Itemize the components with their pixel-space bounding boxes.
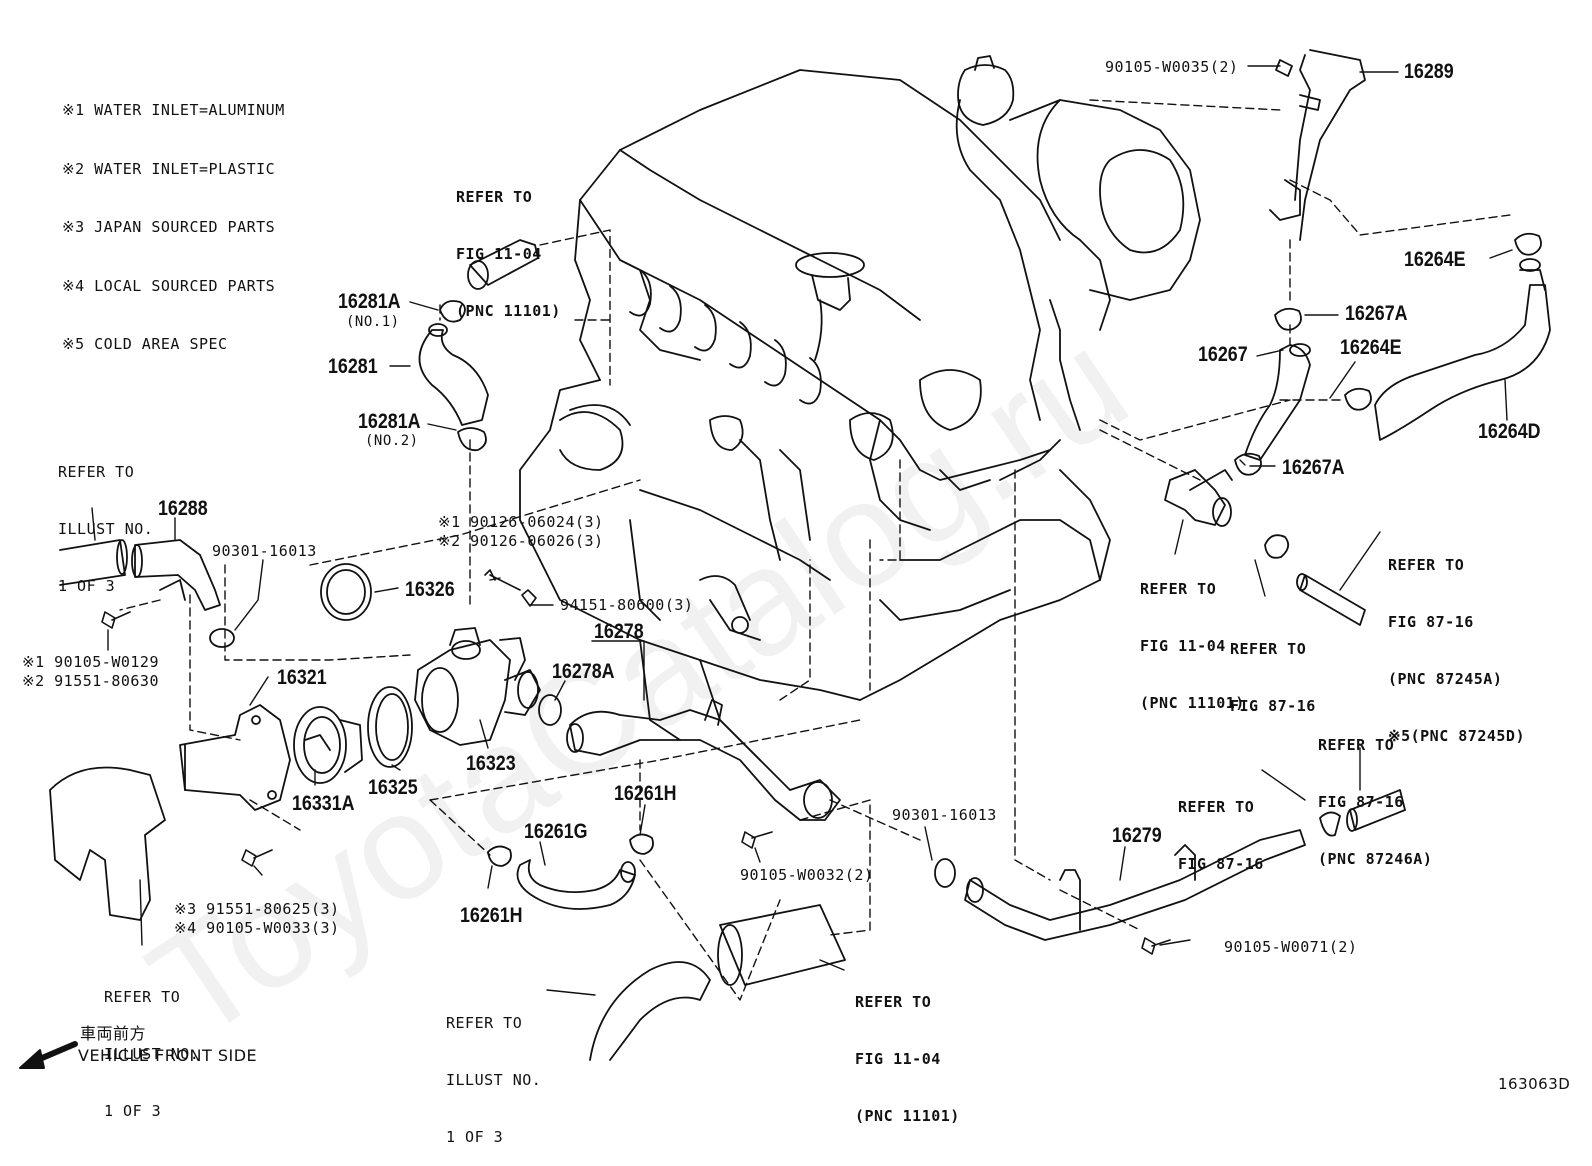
front-arrow-icon [19,1041,78,1069]
part-16264E-top[interactable]: 16264E [1404,248,1466,271]
front-label-jp: 車両前方 [80,1024,147,1043]
ref-line: 1 OF 3 [58,577,116,595]
ref-line: FIG 11-04 [456,245,542,263]
ref-illust-lower-left[interactable]: REFER TO ILLUST NO. 1 OF 3 [104,950,199,1140]
ref-line: REFER TO [1140,580,1217,598]
ref-fig8716-d[interactable]: REFER TO FIG 87-16 [1178,760,1264,893]
bolts [101,569,1171,955]
part-16278A[interactable]: 16278A [552,660,615,683]
note-2: ※2 WATER INLET=PLASTIC [62,159,276,178]
ref-line: ※5(PNC 87245D) [1388,727,1525,745]
ref-line: REFER TO [1318,736,1395,754]
ref-line: REFER TO [1230,640,1307,658]
part-16281A-no2-sub: (NO.2) [365,433,419,449]
part-16278[interactable]: 16278 [594,620,644,643]
part-90126-06026[interactable]: ※2 90126-06026(3) [438,532,604,550]
ref-line: REFER TO [855,993,932,1011]
part-16261H-bot[interactable]: 16261H [460,904,523,927]
ref-fig8716-a[interactable]: REFER TO FIG 87-16 [1230,602,1316,735]
part-90301-16013-b[interactable]: 90301-16013 [892,806,997,824]
ref-line: REFER TO [446,1014,523,1032]
part-16281[interactable]: 16281 [328,355,378,378]
dashed-leaders [119,99,1511,1001]
ref-fig1104-right[interactable]: REFER TO FIG 11-04 (PNC 11101) [1140,542,1245,732]
ref-line: (PNC 11101) [1140,694,1245,712]
ref-fig1104-bottom[interactable]: REFER TO FIG 11-04 (PNC 11101) [855,955,960,1145]
thermostat-group [179,563,562,811]
ref-illust-bottom[interactable]: REFER TO ILLUST NO. 1 OF 3 [446,976,541,1166]
ref-line: FIG 11-04 [1140,637,1226,655]
part-16264E-mid[interactable]: 16264E [1340,336,1402,359]
note-1: ※1 WATER INLET=ALUMINUM [62,101,285,119]
part-16281A-no2[interactable]: 16281A [358,410,421,433]
part-16326[interactable]: 16326 [405,578,455,601]
ref-line: REFER TO [1178,798,1255,816]
part-16267A-top[interactable]: 16267A [1345,302,1408,325]
part-16267A-bot[interactable]: 16267A [1282,456,1345,479]
part-90105-W0032[interactable]: 90105-W0032(2) [740,866,874,884]
notes-list: ※1 WATER INLET=ALUMINUM ※2 WATER INLET=P… [62,62,285,374]
ref-line: REFER TO [456,188,533,206]
part-16261H-top[interactable]: 16261H [614,782,677,805]
note-5: ※5 COLD AREA SPEC [62,335,228,353]
note-3: ※3 JAPAN SOURCED PARTS [62,218,276,236]
intake-assembly [955,55,1201,431]
ref-fig8716-c[interactable]: REFER TO FIG 87-16 (PNC 87246A) [1318,698,1432,888]
part-91551-80630[interactable]: ※2 91551-80630 [22,672,159,690]
ref-line: REFER TO [1388,556,1465,574]
ref-line: FIG 87-16 [1388,613,1474,631]
ref-line: (PNC 87245A) [1388,670,1503,688]
part-16331A[interactable]: 16331A [292,792,355,815]
part-16279[interactable]: 16279 [1112,824,1162,847]
ref-line: (PNC 87246A) [1318,850,1433,868]
hoses [49,49,1551,1061]
ref-line: 1 OF 3 [446,1128,504,1146]
part-90105-W0071[interactable]: 90105-W0071(2) [1224,938,1358,956]
ref-line: FIG 87-16 [1318,793,1404,811]
note-4: ※4 LOCAL SOURCED PARTS [62,276,276,295]
ref-fig1104-top[interactable]: REFER TO FIG 11-04 (PNC 11101) [456,150,561,340]
part-90301-16013-a[interactable]: 90301-16013 [212,542,317,560]
part-90105-W0033[interactable]: ※4 90105-W0033(3) [174,919,340,937]
part-16281A-no1-sub: (NO.1) [346,314,400,330]
part-16288[interactable]: 16288 [158,497,208,520]
engine-block [519,69,1111,761]
part-91551-80625[interactable]: ※3 91551-80625(3) [174,900,340,918]
ref-line: ILLUST NO. [104,1045,200,1063]
ref-line: (PNC 11101) [855,1107,960,1125]
part-16264D[interactable]: 16264D [1478,420,1541,443]
part-16281A-no1[interactable]: 16281A [338,290,401,313]
leaders [91,65,1513,996]
ref-line: ILLUST NO. [58,520,154,538]
ref-line: (PNC 11101) [456,302,561,320]
ref-line: ILLUST NO. [446,1071,542,1089]
ref-line: 1 OF 3 [104,1102,162,1120]
front-label-en: VEHICLE FRONT SIDE [78,1046,258,1065]
part-90105-W0129[interactable]: ※1 90105-W0129 [22,653,159,671]
ref-illust-left[interactable]: REFER TO ILLUST NO. 1 OF 3 [58,425,153,615]
ref-line: FIG 11-04 [855,1050,941,1068]
ref-line: REFER TO [104,988,181,1006]
part-90126-06024[interactable]: ※1 90126-06024(3) [438,513,604,531]
ref-fig8716-b[interactable]: REFER TO FIG 87-16 (PNC 87245A) ※5(PNC 8… [1388,518,1525,765]
part-16289[interactable]: 16289 [1404,60,1454,83]
ref-line: REFER TO [58,463,135,481]
ref-line: FIG 87-16 [1178,855,1264,873]
part-16267[interactable]: 16267 [1198,343,1248,366]
part-90105-W0035[interactable]: 90105-W0035(2) [1105,58,1239,76]
part-16323[interactable]: 16323 [466,752,516,775]
ref-line: FIG 87-16 [1230,697,1316,715]
part-16325[interactable]: 16325 [368,776,418,799]
figure-code: 163063D [1498,1075,1571,1093]
part-94151-80600[interactable]: 94151-80600(3) [560,596,694,614]
diagram-artwork [19,49,1551,1069]
part-16321[interactable]: 16321 [277,666,327,689]
part-16261G[interactable]: 16261G [524,820,588,843]
